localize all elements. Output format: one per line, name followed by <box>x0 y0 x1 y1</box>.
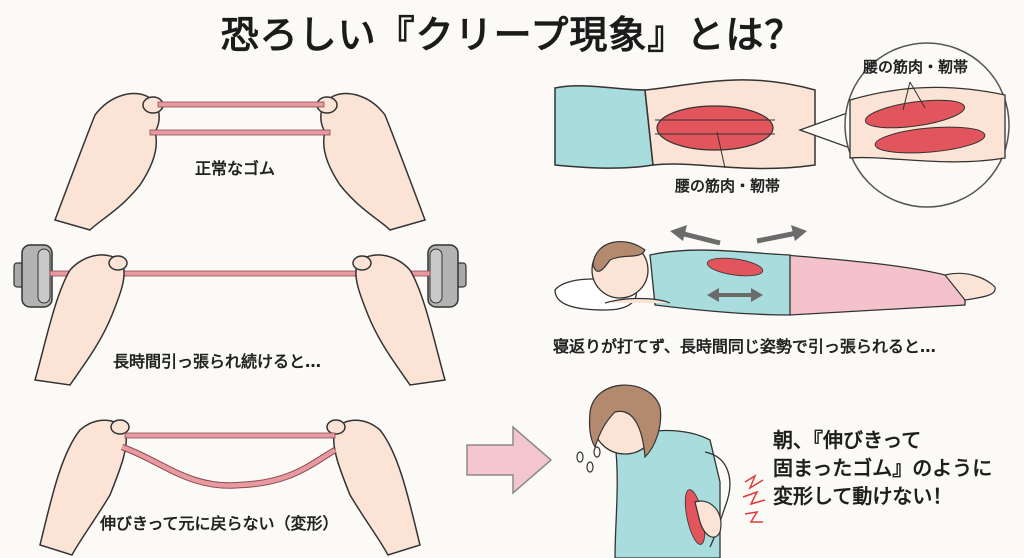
left-hand-icon <box>54 92 160 231</box>
caption-sleeping: 寝返りが打てず、長時間同じ姿勢で引っ張られると… <box>553 337 936 356</box>
pain-person-illustration <box>576 384 766 558</box>
rubber-band-stretched <box>49 270 431 277</box>
hair-shape <box>592 241 646 272</box>
muscle-diagram-illustration <box>554 42 1010 208</box>
stretched-band-illustration <box>13 244 467 386</box>
hand-icon <box>694 500 722 538</box>
sleeping-person-illustration <box>554 225 996 316</box>
caption-normal: 正常なゴム <box>195 159 276 178</box>
panel-morning-pain: 朝、『伸びきって 固まったゴム』のように 変形して動けない！ <box>545 372 1024 558</box>
rubber-band-sagging <box>120 443 337 489</box>
panel-deformed-band: 伸びきって元に戻らない（変形） <box>0 395 480 558</box>
panel-muscle-diagram: 腰の筋肉・靭帯 腰の筋肉・靭帯 <box>545 40 1024 215</box>
muscle-label-zoom: 腰の筋肉・靭帯 <box>863 58 969 76</box>
caption-deformed: 伸びきって元に戻らない（変形） <box>100 514 339 533</box>
muscle-icon <box>656 105 774 151</box>
left-hand-icon <box>39 419 128 556</box>
right-hand-icon <box>320 92 426 231</box>
normal-band-illustration <box>54 92 426 231</box>
sweat-icon <box>576 451 584 463</box>
pain-mark-icon <box>744 474 764 490</box>
panel-sleeping: 寝返りが打てず、長時間同じ姿勢で引っ張られると… <box>545 215 1024 375</box>
shirt-shape <box>554 85 654 169</box>
rubber-band-bottom <box>149 129 331 136</box>
panel-normal-band: 正常なゴム <box>0 60 480 231</box>
torn-muscle-bottom <box>874 126 986 154</box>
panel-stretched-band: 長時間引っ張られ続けると… <box>0 225 480 390</box>
muscle-label-main: 腰の筋肉・靭帯 <box>675 177 781 195</box>
hair-shape <box>588 384 662 459</box>
caption-stretched: 長時間引っ張られ続けると… <box>113 352 322 371</box>
callout-line-3: 変形して動けない！ <box>773 484 953 508</box>
arrow-both-icon <box>707 288 719 302</box>
callout-line-2: 固まったゴム』のように <box>773 456 993 480</box>
right-arrow-icon <box>466 425 553 495</box>
callout-line-1: 朝、『伸びきって <box>773 428 922 452</box>
callout-text: 朝、『伸びきって 固まったゴム』のように 変形して動けない！ <box>773 426 992 510</box>
rubber-band-top <box>157 101 325 108</box>
arrow-right-icon <box>791 225 807 241</box>
torn-muscle-top <box>864 99 966 129</box>
pants-shape <box>784 254 966 316</box>
deformed-band-illustration <box>39 419 421 556</box>
right-hand-icon <box>332 419 421 556</box>
page-title: 恐ろしい『クリープ現象』とは？ <box>220 13 804 57</box>
arrow-left-icon <box>670 225 687 241</box>
rubber-band-top <box>124 432 336 439</box>
muscle-icon <box>706 257 764 277</box>
